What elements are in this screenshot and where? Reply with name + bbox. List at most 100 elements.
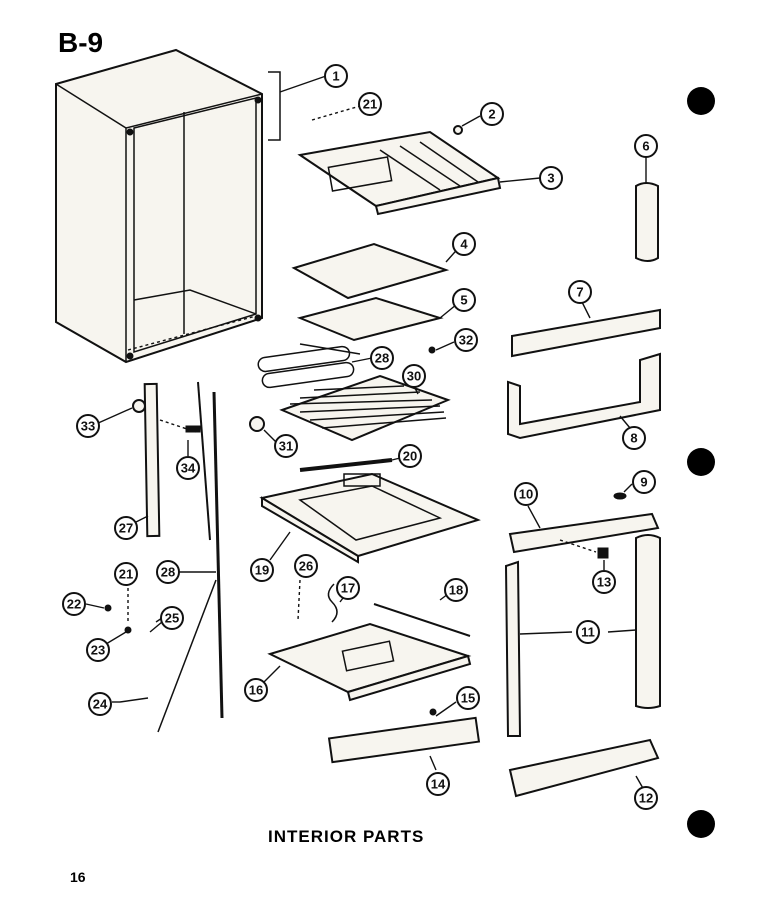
callout-26: 26 (294, 554, 318, 578)
svg-text:16: 16 (249, 683, 263, 698)
part-screw-25 (149, 621, 163, 633)
svg-text:7: 7 (576, 285, 583, 300)
leader-lines (85, 75, 647, 791)
part-pin-24 (119, 697, 149, 703)
svg-text:24: 24 (93, 697, 108, 712)
svg-text:1: 1 (332, 69, 339, 84)
svg-text:3: 3 (547, 171, 554, 186)
bracket-1 (268, 71, 281, 141)
svg-text:2: 2 (488, 107, 495, 122)
part-shelf-7 (511, 308, 661, 358)
callout-25: 25 (160, 606, 184, 630)
callout-17: 17 (336, 576, 360, 600)
part-screw-2 (453, 125, 463, 135)
callout-7: 7 (568, 280, 592, 304)
part-plate-5 (296, 296, 444, 342)
callout-6: 6 (634, 134, 658, 158)
callout-15: 15 (456, 686, 480, 710)
part-trim-6 (635, 182, 659, 262)
caption: INTERIOR PARTS (268, 827, 424, 846)
part-screw-32 (428, 346, 436, 354)
svg-text:28: 28 (375, 351, 389, 366)
part-clip-23 (124, 626, 132, 634)
part-trim-11b (635, 534, 661, 709)
callout-24: 24 (88, 692, 112, 716)
callout-13: 13 (592, 570, 616, 594)
callout-11: 11 (576, 620, 600, 644)
callout-4: 4 (452, 232, 476, 256)
svg-text:13: 13 (597, 575, 611, 590)
callout-2: 2 (480, 102, 504, 126)
part-grille-14 (327, 716, 481, 764)
callout-18: 18 (444, 578, 468, 602)
svg-text:5: 5 (460, 293, 467, 308)
svg-text:18: 18 (449, 583, 463, 598)
part-heater-wire (257, 343, 361, 389)
callout-20: 20 (398, 444, 422, 468)
part-spring-34 (185, 425, 201, 433)
part-shelf-8 (507, 352, 661, 440)
part-drain-heater (299, 458, 393, 472)
svg-text:30: 30 (407, 369, 421, 384)
svg-text:21: 21 (119, 567, 133, 582)
callout-9: 9 (632, 470, 656, 494)
part-evaporator-housing (259, 472, 481, 564)
callout-32: 32 (454, 328, 478, 352)
svg-text:6: 6 (642, 139, 649, 154)
binder-hole-top (687, 87, 715, 115)
page-number: 16 (70, 869, 86, 885)
svg-text:32: 32 (459, 333, 473, 348)
svg-text:10: 10 (519, 487, 533, 502)
callout-19: 19 (250, 558, 274, 582)
part-switch-31 (249, 416, 265, 432)
part-hose-17 (327, 583, 338, 623)
part-rod-28b (212, 391, 224, 719)
callout-5: 5 (452, 288, 476, 312)
callout-14: 14 (426, 772, 450, 796)
callout-16: 16 (244, 678, 268, 702)
callout-21-top: 21 (358, 92, 382, 116)
callout-31: 31 (274, 434, 298, 458)
svg-text:22: 22 (67, 597, 81, 612)
cabinet-shell (55, 48, 263, 364)
svg-text:34: 34 (181, 461, 196, 476)
part-rod-28a (197, 381, 211, 541)
svg-text:27: 27 (119, 521, 133, 536)
svg-text:23: 23 (91, 643, 105, 658)
svg-text:26: 26 (299, 559, 313, 574)
svg-text:19: 19 (255, 563, 269, 578)
svg-text:21: 21 (363, 97, 377, 112)
svg-text:12: 12 (639, 791, 653, 806)
part-freezer-floor (267, 622, 472, 702)
part-strip-27 (143, 382, 161, 538)
callout-12: 12 (634, 786, 658, 810)
callout-33: 33 (76, 414, 100, 438)
callout-22: 22 (62, 592, 86, 616)
part-plate-4 (291, 242, 450, 300)
part-screw-22 (104, 604, 112, 612)
callout-30: 30 (402, 364, 426, 388)
svg-text:20: 20 (403, 449, 417, 464)
svg-text:9: 9 (640, 475, 647, 490)
svg-text:14: 14 (431, 777, 446, 792)
svg-text:15: 15 (461, 691, 475, 706)
svg-text:33: 33 (81, 419, 95, 434)
part-shelf-10 (508, 512, 660, 554)
part-freezer-top-panel (297, 130, 502, 216)
callout-28-left: 28 (156, 560, 180, 584)
part-evaporator (279, 374, 451, 442)
binder-hole-middle (687, 448, 715, 476)
part-knob-9 (613, 492, 627, 500)
svg-text:4: 4 (460, 237, 468, 252)
part-bolt-15 (429, 708, 437, 716)
callout-34: 34 (176, 456, 200, 480)
part-washer-33 (132, 399, 146, 413)
part-shelf-12 (508, 738, 660, 798)
callout-1: 1 (324, 64, 348, 88)
part-rod-28c (157, 579, 217, 733)
svg-text:28: 28 (161, 565, 175, 580)
svg-text:25: 25 (165, 611, 179, 626)
svg-text:11: 11 (581, 625, 595, 640)
svg-text:17: 17 (341, 581, 355, 596)
